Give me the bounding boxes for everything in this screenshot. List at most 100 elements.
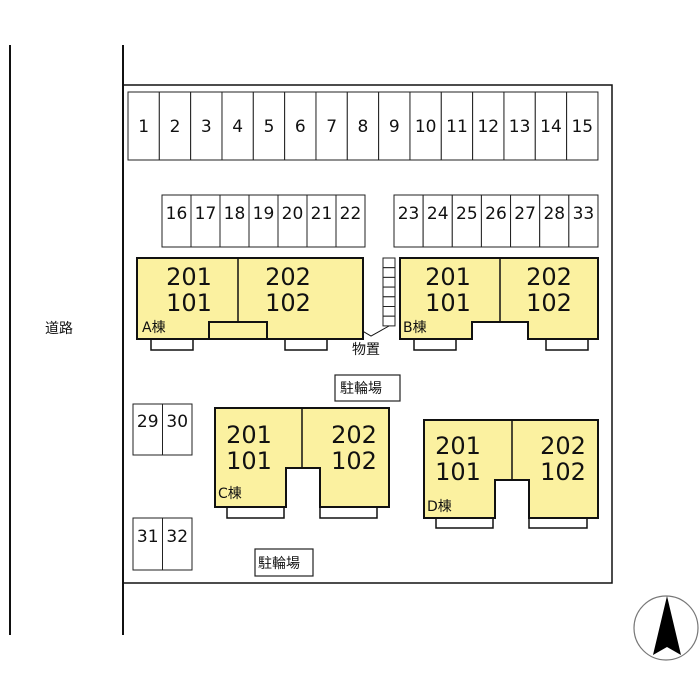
parking-space-number: 2 <box>170 117 181 137</box>
bicycle-parking-box <box>254 548 314 577</box>
unit-102: 102 <box>265 289 311 317</box>
bicycle-parking-label: 駐輪場 <box>340 380 382 397</box>
road-label: 道路 <box>45 321 73 337</box>
parking-space <box>422 194 453 248</box>
parking-space-number: 7 <box>326 117 337 137</box>
building-c: 201 101 202 102 C棟 <box>214 407 390 519</box>
parking-row-2-right: 23 24 25 26 27 28 33 <box>393 194 599 248</box>
parking-space-number: 19 <box>253 204 275 224</box>
balcony <box>226 506 285 519</box>
parking-space-number: 23 <box>398 204 420 224</box>
parking-space-number: 29 <box>137 412 159 432</box>
unit-102: 102 <box>540 458 586 486</box>
parking-space-number: 1 <box>138 117 149 137</box>
storage-step <box>382 306 396 317</box>
parking-space-number: 3 <box>201 117 212 137</box>
parking-space-number: 10 <box>415 117 437 137</box>
parking-space-number: 20 <box>282 204 304 224</box>
parking-space <box>190 194 221 248</box>
bicycle-parking-label: 駐輪場 <box>258 555 300 572</box>
parking-space-number: 15 <box>571 117 593 137</box>
storage-step <box>382 257 396 269</box>
parking-space <box>190 91 223 161</box>
unit-101: 101 <box>226 447 272 475</box>
parking-space <box>284 91 317 161</box>
parking-space <box>162 517 193 571</box>
parking-space-number: 31 <box>137 527 159 547</box>
parking-space-number: 5 <box>264 117 275 137</box>
building-d: 201 101 202 102 D棟 <box>423 419 599 529</box>
unit-202: 202 <box>265 263 311 291</box>
parking-space-number: 14 <box>540 117 562 137</box>
parking-space <box>219 194 250 248</box>
parking-space <box>409 91 442 161</box>
unit-201: 201 <box>166 263 212 291</box>
building-label: C棟 <box>218 486 242 502</box>
parking-space-number: 25 <box>456 204 478 224</box>
building-outline <box>423 419 599 519</box>
parking-space <box>440 91 474 161</box>
storage-step <box>382 286 396 298</box>
building-label: A棟 <box>142 320 166 336</box>
parking-space <box>503 91 536 161</box>
parking-space-number: 11 <box>446 117 468 137</box>
balcony <box>319 506 378 519</box>
unit-101: 101 <box>166 289 212 317</box>
unit-201: 201 <box>425 263 471 291</box>
parking-space-number: 26 <box>485 204 507 224</box>
building-outline <box>136 257 364 340</box>
parking-space <box>162 403 193 456</box>
storage-label: 物置 <box>352 342 380 358</box>
north-arrow-icon <box>633 595 699 661</box>
unit-101: 101 <box>425 289 471 317</box>
parking-row-2-left: 16 17 18 19 20 21 22 <box>161 194 366 248</box>
unit-202: 202 <box>540 432 586 460</box>
balcony <box>413 338 457 351</box>
storage-step <box>382 296 396 307</box>
storage-step <box>382 315 396 327</box>
parking-space <box>472 91 505 161</box>
parking-space <box>252 91 286 161</box>
unit-201: 201 <box>226 421 272 449</box>
parking-space <box>248 194 279 248</box>
unit-202: 202 <box>331 421 377 449</box>
unit-201: 201 <box>435 432 481 460</box>
building-outline <box>399 257 599 340</box>
parking-space-number: 22 <box>340 204 362 224</box>
building-a: 201 101 202 102 A棟 <box>136 257 364 351</box>
unit-102: 102 <box>331 447 377 475</box>
parking-space-number: 18 <box>224 204 246 224</box>
parking-space <box>378 91 411 161</box>
parking-space <box>127 91 160 161</box>
parking-space-number: 27 <box>514 204 536 224</box>
unit-202: 202 <box>526 263 572 291</box>
parking-space <box>393 194 424 248</box>
unit-101: 101 <box>435 458 481 486</box>
parking-space <box>306 194 337 248</box>
parking-space <box>451 194 482 248</box>
parking-space-number: 30 <box>166 412 188 432</box>
balcony <box>150 338 194 351</box>
parking-space-number: 4 <box>232 117 243 137</box>
parking-space <box>221 91 254 161</box>
parking-space <box>534 91 568 161</box>
parking-space-number: 21 <box>311 204 333 224</box>
bicycle-parking-box <box>334 374 401 402</box>
parking-space-number: 17 <box>195 204 217 224</box>
parking-space <box>132 403 163 456</box>
balcony <box>435 517 494 529</box>
parking-space-number: 9 <box>389 117 400 137</box>
parking-space-number: 8 <box>358 117 369 137</box>
parking-space <box>161 194 192 248</box>
parking-space-number: 28 <box>543 204 565 224</box>
parking-space-number: 12 <box>477 117 499 137</box>
parking-space-number: 24 <box>427 204 449 224</box>
building-label: D棟 <box>427 499 452 515</box>
parking-space-number: 13 <box>509 117 531 137</box>
parking-29-30: 29 30 <box>132 403 193 456</box>
parking-space-number: 16 <box>166 204 188 224</box>
parking-space-number: 33 <box>573 204 595 224</box>
